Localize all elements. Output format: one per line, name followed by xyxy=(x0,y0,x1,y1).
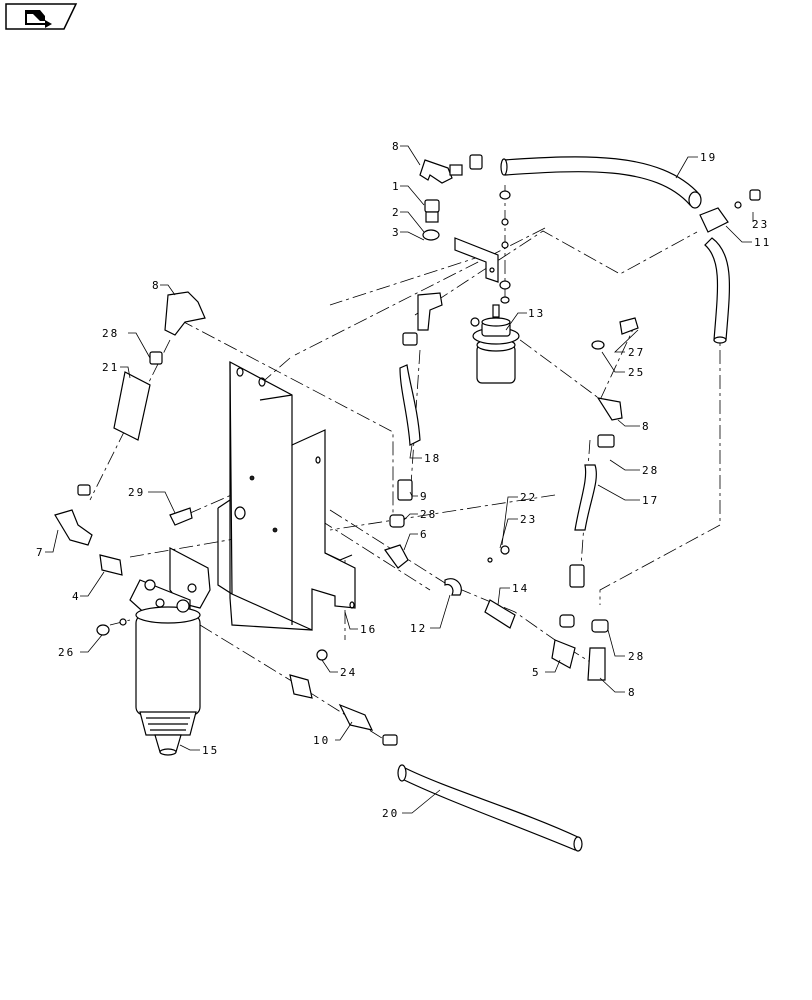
fitting-1 xyxy=(424,199,440,223)
callout-25: 25 xyxy=(628,366,645,379)
bolt-23-top-right xyxy=(734,189,761,209)
callout-14: 14 xyxy=(512,582,529,595)
washer-3 xyxy=(422,229,440,241)
callout-8-top: 8 xyxy=(392,140,401,153)
callout-26: 26 xyxy=(58,646,75,659)
callout-8-lower: 8 xyxy=(628,686,637,699)
fuel-hose-top xyxy=(500,156,702,209)
callout-5: 5 xyxy=(532,666,541,679)
callout-22: 22 xyxy=(520,491,537,504)
callout-21: 21 xyxy=(102,361,119,374)
callout-1: 1 xyxy=(392,180,401,193)
fuel-line-17 xyxy=(574,464,597,531)
fitting-9 xyxy=(389,479,413,528)
bolt-27 xyxy=(591,317,639,350)
callout-27: 27 xyxy=(628,346,645,359)
elbow-fitting-8-top xyxy=(419,154,483,184)
callout-16: 16 xyxy=(360,623,377,636)
callout-28-left: 28 xyxy=(102,327,119,340)
mounting-bracket xyxy=(217,360,356,631)
callout-29: 29 xyxy=(128,486,145,499)
fitting-14 xyxy=(484,599,516,629)
callout-20: 20 xyxy=(382,807,399,820)
callout-8-right: 8 xyxy=(642,420,651,433)
callout-4: 4 xyxy=(72,590,81,603)
callout-28-lower: 28 xyxy=(628,650,645,663)
nut-22-23 xyxy=(487,545,510,563)
callout-28-center: 28 xyxy=(420,508,437,521)
fuel-filter xyxy=(129,547,211,756)
callout-7: 7 xyxy=(36,546,45,559)
callout-12: 12 xyxy=(410,622,427,635)
elbow-fitting-8-left xyxy=(164,291,206,336)
callout-2: 2 xyxy=(392,206,401,219)
callout-3: 3 xyxy=(392,226,401,239)
bolt-29 xyxy=(169,507,193,526)
fitting-upper-left xyxy=(77,484,91,496)
nut-24 xyxy=(316,649,328,661)
sleeve-21 xyxy=(113,371,151,441)
callout-leaders xyxy=(45,145,754,814)
elbow-fitting-8-upper-center xyxy=(402,292,443,346)
nut-26 xyxy=(96,618,127,636)
elbow-fitting-7 xyxy=(54,509,93,546)
fuel-hose-bottom xyxy=(397,764,583,852)
callout-6: 6 xyxy=(420,528,429,541)
pump-mounting-bracket xyxy=(454,237,499,283)
fuel-line-18 xyxy=(399,364,421,446)
callout-19: 19 xyxy=(700,151,717,164)
fitting-28-left xyxy=(149,351,163,365)
callout-23-top: 23 xyxy=(752,218,769,231)
callout-23-center: 23 xyxy=(520,513,537,526)
callout-24: 24 xyxy=(340,666,357,679)
callout-28-right: 28 xyxy=(642,464,659,477)
callout-8-left: 8 xyxy=(152,279,161,292)
callout-13: 13 xyxy=(528,307,545,320)
elbow-fitting-8-right xyxy=(596,397,623,448)
callout-labels: 8 1 2 3 19 23 11 13 27 25 8 28 21 18 8 2… xyxy=(36,140,771,820)
clamp-12 xyxy=(444,578,462,596)
right-lower-fittings xyxy=(551,564,609,681)
fuel-pump xyxy=(470,304,520,384)
back-navigation-button[interactable] xyxy=(5,3,78,30)
elbow-fitting-6 xyxy=(384,544,409,569)
fitting-10 xyxy=(338,703,398,746)
callout-18: 18 xyxy=(424,452,441,465)
fuel-hose-right xyxy=(699,207,730,344)
callout-17: 17 xyxy=(642,494,659,507)
fitting-4 xyxy=(99,554,123,576)
callout-11: 11 xyxy=(754,236,771,249)
back-arrow-icon xyxy=(25,10,52,28)
callout-9: 9 xyxy=(420,490,429,503)
callout-15: 15 xyxy=(202,744,219,757)
nut-fitting-stack-center xyxy=(499,190,511,304)
callout-10: 10 xyxy=(313,734,330,747)
nut-filter-outlet xyxy=(289,674,313,699)
